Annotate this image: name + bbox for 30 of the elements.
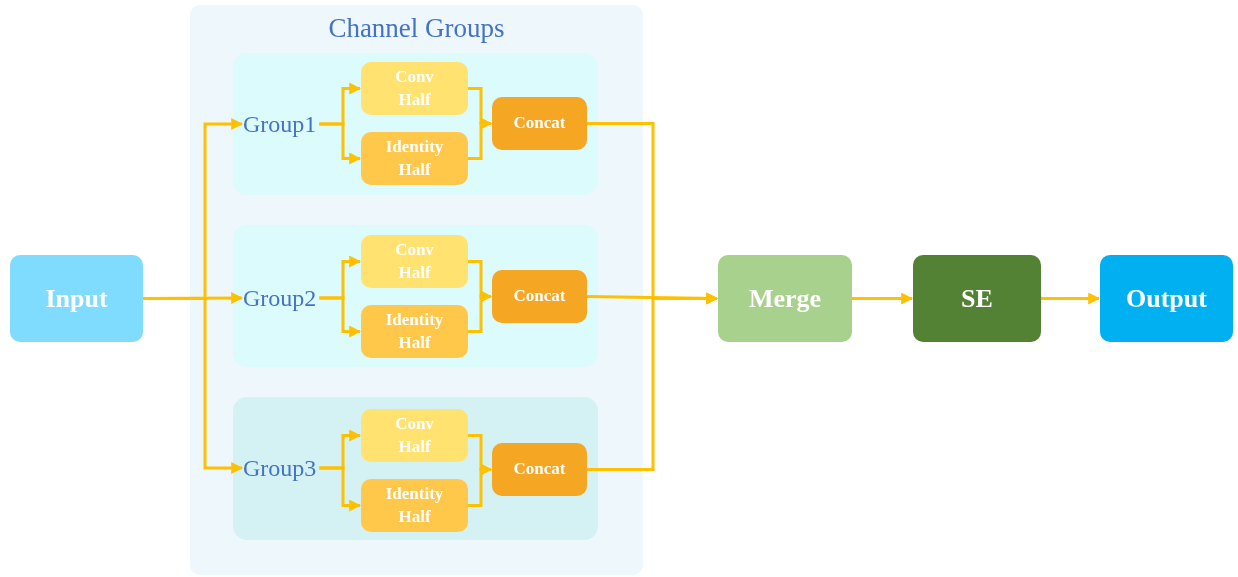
arrow xyxy=(319,296,362,338)
arrow xyxy=(319,122,362,165)
process-box: Merge xyxy=(718,255,852,342)
arrow xyxy=(1041,292,1101,305)
group-panel xyxy=(233,397,598,540)
group-label: Group2 xyxy=(243,281,317,315)
group-heading: Channel Groups xyxy=(327,13,506,44)
process-box: Identity Half xyxy=(361,305,468,358)
arrow xyxy=(852,292,914,305)
process-box: Conv Half xyxy=(361,235,468,288)
output-box: Output xyxy=(1100,255,1233,342)
group-panel xyxy=(233,225,598,367)
process-box: SE xyxy=(913,255,1041,342)
arrow xyxy=(468,117,493,160)
group-label: Group1 xyxy=(243,107,317,141)
process-box: Identity Half xyxy=(361,479,468,532)
arrow xyxy=(468,290,493,333)
process-box: Conv Half xyxy=(361,62,468,115)
group-label: Group3 xyxy=(243,451,317,485)
input-box: Input xyxy=(10,255,143,342)
arrow xyxy=(319,466,362,512)
process-box: Identity Half xyxy=(361,132,468,185)
process-box: Concat xyxy=(492,443,587,496)
arrow xyxy=(587,292,719,471)
process-box: Concat xyxy=(492,270,587,323)
group-panel xyxy=(233,53,598,195)
group-container-panel xyxy=(190,5,643,575)
arrow xyxy=(468,463,493,507)
process-box: Concat xyxy=(492,97,587,150)
process-box: Conv Half xyxy=(361,409,468,462)
